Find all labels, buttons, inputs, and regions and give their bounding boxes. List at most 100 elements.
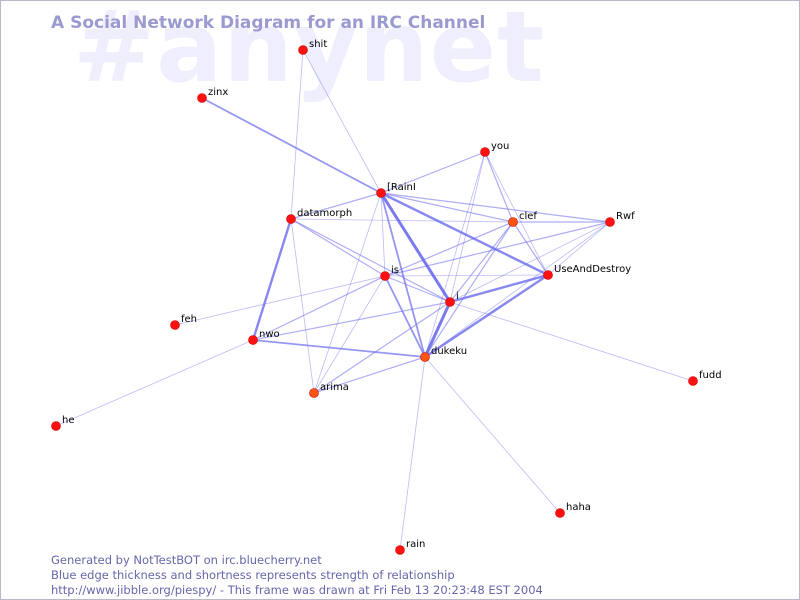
edge-datamorph-nwo [251,218,293,341]
node-dot[interactable] [480,147,490,157]
node-UseAndDestroy[interactable]: UseAndDestroy [543,264,632,280]
edge-datamorph-is [290,218,386,277]
node-label: haha [566,502,591,513]
node-label: UseAndDestroy [554,264,631,275]
node-label: [RainI [387,182,416,193]
edge-clef-i [449,221,514,303]
edge-you-i [449,151,486,303]
edge-you-UseAndDestroy [484,151,549,276]
node-dot[interactable] [555,508,565,518]
edge-i-dukeku [423,301,452,358]
node-dot[interactable] [286,214,296,224]
node-arima[interactable]: arima [309,382,349,398]
edge-Rwf-dukeku [424,221,611,358]
node-dot[interactable] [688,376,698,386]
edge-is-UseAndDestroy [384,274,549,277]
edge-nwo-dukeku [252,339,426,358]
node-dot[interactable] [197,93,207,103]
footer-timestamp: http://www.jibble.org/piespy/ - This fra… [51,583,543,597]
edge-clef-UseAndDestroy [512,221,549,276]
node-label: datamorph [297,208,352,219]
node-dot[interactable] [420,352,430,362]
node-label: you [491,141,509,152]
node-label: shit [309,39,327,50]
edge-is-dukeku [384,275,426,358]
node-dot[interactable] [380,271,390,281]
node-dot[interactable] [51,421,61,431]
edge-i-nwo [252,301,451,341]
node-label: he [62,415,75,426]
node-label: arima [320,382,349,393]
node-dot[interactable] [376,188,386,198]
node-rain[interactable]: rain [395,539,426,555]
footer-legend-note: Blue edge thickness and shortness repres… [51,568,455,582]
edge-is-feh [174,275,386,326]
edge-UseAndDestroy-i [449,273,549,304]
edge-i-arima [313,301,451,394]
edge-Rwf-i [449,221,611,303]
edge-clef-dukeku [424,221,514,358]
footer-info: Generated by NotTestBOT on irc.bluecherr… [51,553,543,598]
node-he[interactable]: he [51,415,75,431]
node-dot[interactable] [248,335,258,345]
edge-shit-datamorph [290,49,304,220]
node-dot[interactable] [309,388,319,398]
node-dot[interactable] [298,45,308,55]
node-dot[interactable] [543,270,553,280]
edge-you-dukeku [424,151,486,358]
node-dot[interactable] [605,217,615,227]
edge-i-fudd [449,301,694,382]
node-label: nwo [259,329,280,340]
edge-IRainI-is [380,192,386,277]
edge-zinx-IRainI [201,97,382,194]
edge-is-arima [313,275,386,394]
edge-nwo-he [55,339,254,427]
edge-you-clef [484,151,514,223]
footer-generated-by: Generated by NotTestBOT on irc.bluecherr… [51,553,322,567]
edge-dukeku-rain [399,356,426,551]
node-zinx[interactable]: zinx [197,87,229,103]
node-Rwf[interactable]: Rwf [605,211,636,227]
node-nwo[interactable]: nwo [248,329,280,345]
edge-clef-datamorph [290,218,514,223]
node-label: clef [519,211,537,222]
edge-IRainI-datamorph [290,192,382,220]
edge-dukeku-haha [424,356,561,514]
node-IRainI[interactable]: [RainI [376,182,416,198]
edge-Rwf-is [384,221,611,277]
node-i[interactable]: i [445,291,459,307]
node-haha[interactable]: haha [555,502,591,518]
node-label: fudd [699,370,722,381]
nodes-layer: shit zinx you [RainI datamorph clef Rwf is UseAn… [51,39,722,555]
edge-datamorph-arima [290,218,315,394]
node-dot[interactable] [445,297,455,307]
edge-IRainI-i [379,192,452,303]
node-dukeku[interactable]: dukeku [420,346,468,362]
node-label: is [391,265,399,276]
edge-IRainI-dukeku [380,192,426,358]
edge-UseAndDestroy-dukeku [424,274,549,358]
node-dot[interactable] [508,217,518,227]
edge-is-nwo [252,275,386,341]
edge-clef-is [384,221,514,277]
node-shit[interactable]: shit [298,39,328,55]
node-label: dukeku [431,346,467,357]
node-clef[interactable]: clef [508,211,538,227]
node-fudd[interactable]: fudd [688,370,722,386]
node-you[interactable]: you [480,141,510,157]
edge-datamorph-i [290,218,451,303]
node-is[interactable]: is [380,265,400,281]
node-datamorph[interactable]: datamorph [286,208,353,224]
node-dot[interactable] [395,545,405,555]
edge-Rwf-UseAndDestroy [547,221,611,276]
node-label: zinx [208,87,228,98]
edge-IRainI-Rwf [380,192,611,223]
edge-IRainI-clef [380,192,514,223]
edge-IRainI-UseAndDestroy [380,191,549,277]
node-feh[interactable]: feh [170,314,198,330]
node-label: i [456,291,459,302]
node-dot[interactable] [170,320,180,330]
edge-IRainI-arima [313,192,382,394]
